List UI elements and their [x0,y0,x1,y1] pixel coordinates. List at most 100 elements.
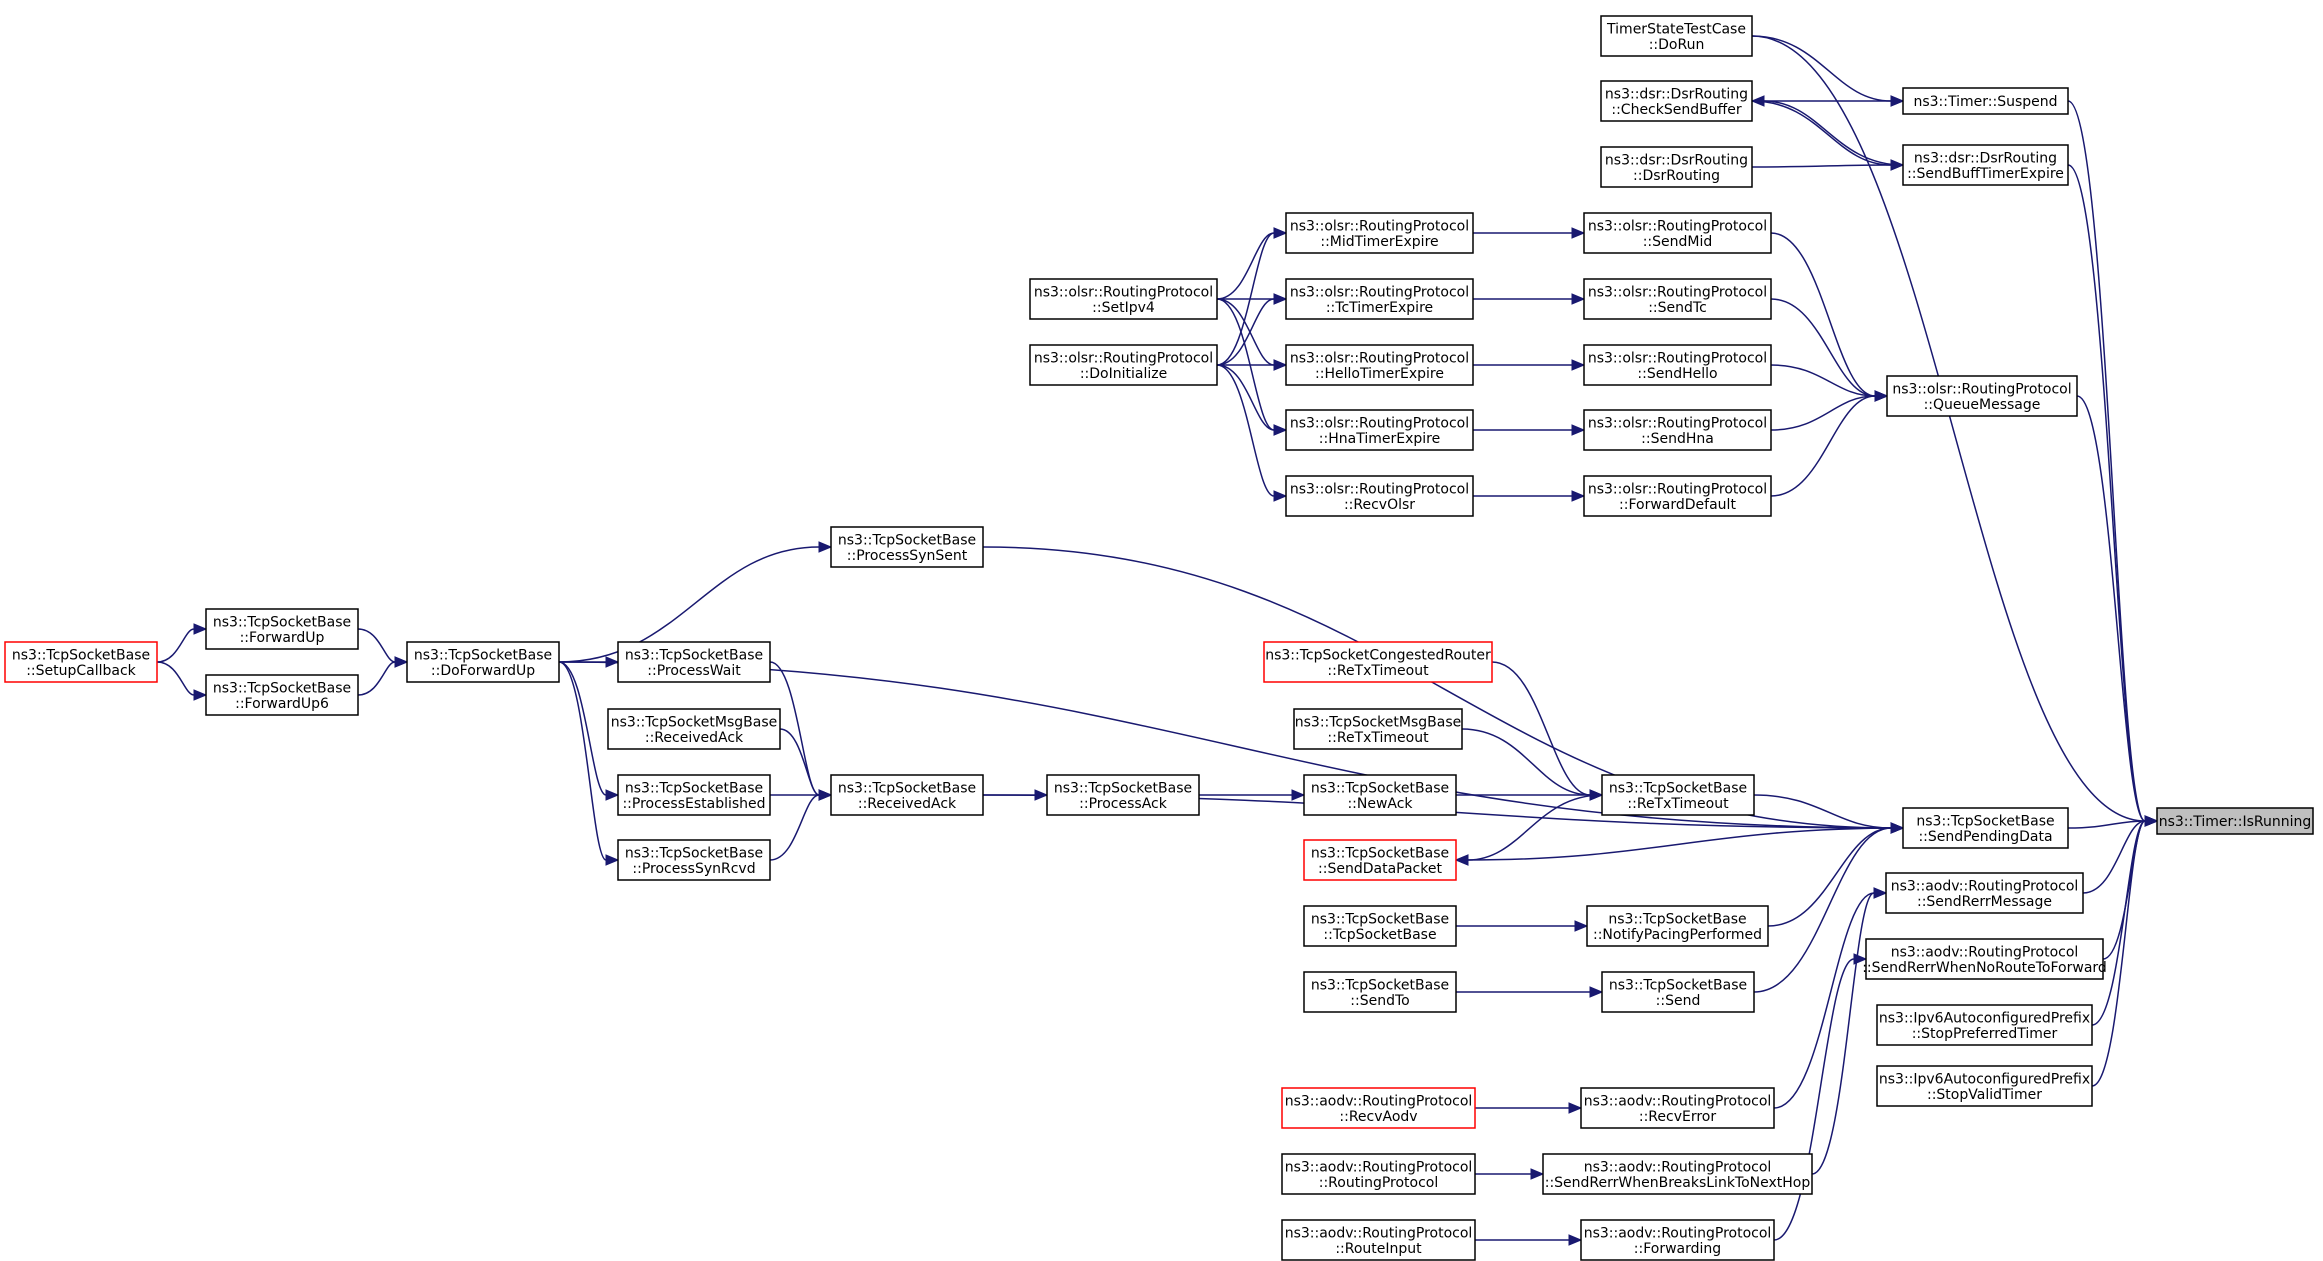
node-label: ns3::Ipv6AutoconfiguredPrefix [1879,1071,2090,1087]
node-stop-preferred[interactable]: ns3::Ipv6AutoconfiguredPrefix::StopPrefe… [1876,1004,2093,1046]
node-box [406,641,560,683]
node-do-initialize[interactable]: ns3::olsr::RoutingProtocol::DoInitialize [1029,344,1218,386]
node-label: ::DoForwardUp [431,663,535,679]
edge-line [558,661,607,796]
node-timer-state-test-case[interactable]: TimerStateTestCase::DoRun [1600,15,1753,57]
arrow-head-icon [193,689,208,701]
node-forward-up6[interactable]: ns3::TcpSocketBase::ForwardUp6 [205,674,359,716]
node-send-pending-data[interactable]: ns3::TcpSocketBase::SendPendingData [1902,807,2069,849]
edge-dsr-routing-to-send-buff-timer-expire [1751,159,1905,171]
edge-send-to-to-send [1456,986,1604,998]
edge-send-tc-to-queue-message [1770,298,1889,402]
node-label: ns3::TcpSocketBase [213,614,351,630]
node-label: ns3::olsr::RoutingProtocol [1588,481,1767,497]
node-send-tc[interactable]: ns3::olsr::RoutingProtocol::SendTc [1583,278,1772,320]
node-label: ::SendHna [1641,431,1714,447]
node-congested-re-tx[interactable]: ns3::TcpSocketCongestedRouter::ReTxTimeo… [1263,641,1493,683]
edge-line [156,661,195,696]
node-stop-valid[interactable]: ns3::Ipv6AutoconfiguredPrefix::StopValid… [1876,1065,2093,1107]
node-label: ::ReceivedAck [645,730,744,746]
node-route-input[interactable]: ns3::aodv::RoutingProtocol::RouteInput [1281,1219,1476,1261]
node-dsr-routing[interactable]: ns3::dsr::DsrRouting::DsrRouting [1600,146,1753,188]
node-tcp-ctor[interactable]: ns3::TcpSocketBase::TcpSocketBase [1303,905,1457,947]
node-mid-timer-expire[interactable]: ns3::olsr::RoutingProtocol::MidTimerExpi… [1285,212,1474,254]
node-box [1285,344,1474,386]
edge-recv-aodv-to-recv-error [1475,1102,1583,1114]
edge-line [1216,232,1275,300]
node-forward-default[interactable]: ns3::olsr::RoutingProtocol::ForwardDefau… [1583,475,1772,517]
node-new-ack[interactable]: ns3::TcpSocketBase::NewAck [1303,774,1457,816]
node-notify-pacing[interactable]: ns3::TcpSocketBase::NotifyPacingPerforme… [1586,905,1769,947]
node-setup-callback[interactable]: ns3::TcpSocketBase::SetupCallback [4,641,158,683]
edge-check-send-buffer-to-send-buff-timer-expire [1751,100,1905,171]
node-send-rerr-message[interactable]: ns3::aodv::RoutingProtocol::SendRerrMess… [1885,872,2084,914]
node-label: ns3::TcpSocketBase [1311,911,1449,927]
node-forwarding[interactable]: ns3::aodv::RoutingProtocol::Forwarding [1580,1219,1775,1261]
node-process-established[interactable]: ns3::TcpSocketBase::ProcessEstablished [617,774,771,816]
node-send-rerr-breaks[interactable]: ns3::aodv::RoutingProtocol::SendRerrWhen… [1542,1153,1813,1195]
edge-recv-olsr-to-forward-default [1473,490,1586,502]
edge-do-forward-up-to-process-syn-sent [558,541,833,663]
arrow-head-icon [1291,789,1306,801]
edge-line [1216,298,1275,366]
node-label: ns3::Timer::IsRunning [2159,814,2312,830]
arrow-head-icon [2144,815,2159,827]
node-box [1046,774,1200,816]
node-send-hello[interactable]: ns3::olsr::RoutingProtocol::SendHello [1583,344,1772,386]
edge-line [558,661,1892,829]
node-label: ns3::TcpSocketBase [1609,977,1747,993]
node-send-buff-timer-expire[interactable]: ns3::dsr::DsrRouting::SendBuffTimerExpir… [1902,144,2069,186]
node-label: ::SetIpv4 [1092,300,1155,316]
node-tc-timer-expire[interactable]: ns3::olsr::RoutingProtocol::TcTimerExpir… [1285,278,1474,320]
node-forward-up[interactable]: ns3::TcpSocketBase::ForwardUp [205,608,359,650]
node-process-wait[interactable]: ns3::TcpSocketBase::ProcessWait [617,641,771,683]
edge-process-ack-to-new-ack [1199,789,1306,801]
node-label: ns3::Timer::Suspend [1913,94,2057,110]
node-check-send-buffer[interactable]: ns3::dsr::DsrRouting::CheckSendBuffer [1600,80,1753,122]
node-recv-error[interactable]: ns3::aodv::RoutingProtocol::RecvError [1580,1087,1775,1129]
node-send[interactable]: ns3::TcpSocketBase::Send [1601,971,1755,1013]
node-aodv-ctor[interactable]: ns3::aodv::RoutingProtocol::RoutingProto… [1281,1153,1476,1195]
node-hna-timer-expire[interactable]: ns3::olsr::RoutingProtocol::HnaTimerExpi… [1285,409,1474,451]
edge-tcp-ctor-to-notify-pacing [1456,920,1589,932]
edge-line [558,546,820,663]
node-label: ns3::dsr::DsrRouting [1914,150,2057,166]
arrow-head-icon [1571,359,1586,371]
node-box [1285,409,1474,451]
node-send-data-packet[interactable]: ns3::TcpSocketBase::SendDataPacket [1303,839,1457,881]
node-process-ack[interactable]: ns3::TcpSocketBase::ProcessAck [1046,774,1200,816]
node-queue-message[interactable]: ns3::olsr::RoutingProtocol::QueueMessage [1886,375,2078,417]
node-process-syn-sent[interactable]: ns3::TcpSocketBase::ProcessSynSent [830,526,984,568]
node-recv-olsr[interactable]: ns3::olsr::RoutingProtocol::RecvOlsr [1285,475,1474,517]
node-box [1281,1153,1476,1195]
node-send-to[interactable]: ns3::TcpSocketBase::SendTo [1303,971,1457,1013]
node-box [1583,212,1772,254]
node-re-tx-timeout[interactable]: ns3::TcpSocketBase::ReTxTimeout [1601,774,1755,816]
edge-do-initialize-to-tc-timer-expire [1216,293,1288,366]
node-received-ack[interactable]: ns3::TcpSocketBase::ReceivedAck [830,774,984,816]
edge-line [1770,364,1876,397]
node-do-forward-up[interactable]: ns3::TcpSocketBase::DoForwardUp [406,641,560,683]
node-label: ns3::TcpSocketBase [213,680,351,696]
node-label: ns3::TcpSocketBase [625,845,763,861]
node-msg-received-ack[interactable]: ns3::TcpSocketMsgBase::ReceivedAck [607,708,781,750]
node-process-syn-rcvd[interactable]: ns3::TcpSocketBase::ProcessSynRcvd [617,839,771,881]
node-hello-timer-expire[interactable]: ns3::olsr::RoutingProtocol::HelloTimerEx… [1285,344,1474,386]
edge-msg-re-tx-to-re-tx-timeout [1461,728,1604,801]
node-box [1285,475,1474,517]
node-label: ::SendRerrWhenBreaksLinkToNextHop [1545,1175,1811,1191]
node-send-hna[interactable]: ns3::olsr::RoutingProtocol::SendHna [1583,409,1772,451]
node-timer-suspend[interactable]: ns3::Timer::Suspend [1902,87,2069,115]
arrow-head-icon [1571,490,1586,502]
node-recv-aodv[interactable]: ns3::aodv::RoutingProtocol::RecvAodv [1281,1087,1476,1129]
node-send-mid[interactable]: ns3::olsr::RoutingProtocol::SendMid [1583,212,1772,254]
node-is-running[interactable]: ns3::Timer::IsRunning [2156,807,2314,835]
node-msg-re-tx[interactable]: ns3::TcpSocketMsgBase::ReTxTimeout [1293,708,1463,750]
node-box [617,774,771,816]
node-send-rerr-no-route[interactable]: ns3::aodv::RoutingProtocol::SendRerrWhen… [1862,938,2107,980]
arrow-head-icon [1273,359,1288,371]
node-box [1303,839,1457,881]
node-label: ::ReceivedAck [858,796,957,812]
node-label: ::SendPendingData [1918,829,2052,845]
node-set-ipv4[interactable]: ns3::olsr::RoutingProtocol::SetIpv4 [1029,278,1218,320]
